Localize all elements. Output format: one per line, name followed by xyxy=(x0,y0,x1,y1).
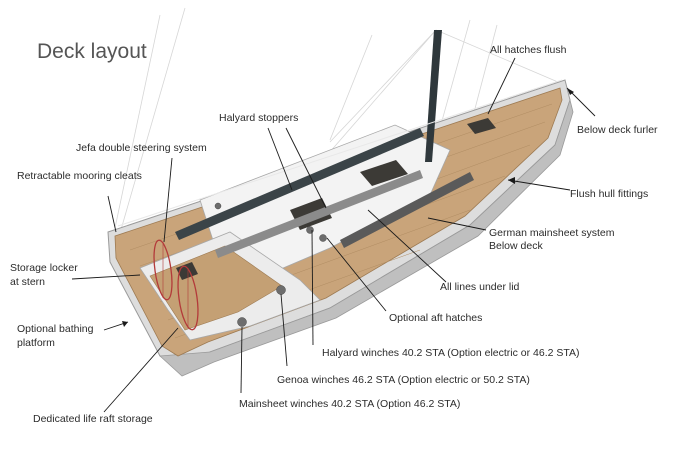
label-bathing-platform: Optional bathing xyxy=(17,323,94,335)
label-flush-hull-fittings: Flush hull fittings xyxy=(570,188,649,200)
label-storage-locker-stern: at stern xyxy=(10,276,46,288)
label-optional-aft-hatches: Optional aft hatches xyxy=(389,312,483,324)
winches xyxy=(214,202,327,327)
wheel-spokes xyxy=(162,242,189,328)
label-all-lines-under-lid: All lines under lid xyxy=(440,281,520,293)
label-genoa-winches: Genoa winches 46.2 STA (Option electric … xyxy=(277,374,530,386)
label-halyard-stoppers: Halyard stoppers xyxy=(219,112,299,124)
leader-lines xyxy=(71,57,596,413)
deck-channel xyxy=(340,172,474,248)
label-german-mainsheet: German mainsheet system xyxy=(489,227,615,239)
mast xyxy=(425,30,442,162)
label-jefa-steering: Jefa double steering system xyxy=(76,142,207,154)
label-bathing-platform-2: platform xyxy=(17,337,55,349)
label-mainsheet-winches: Mainsheet winches 40.2 STA (Option 46.2 … xyxy=(239,398,461,410)
leader-arrowheads xyxy=(122,88,574,327)
guard-rail xyxy=(117,79,563,227)
cabin-side-strip xyxy=(215,170,423,258)
label-all-hatches-flush: All hatches flush xyxy=(490,44,567,56)
label-below-deck-furler: Below deck furler xyxy=(577,124,658,136)
label-storage-locker: Storage locker xyxy=(10,262,78,274)
label-german-mainsheet-below: Below deck xyxy=(489,240,543,252)
label-halyard-winches: Halyard winches 40.2 STA (Option electri… xyxy=(322,347,580,359)
boom xyxy=(175,128,424,240)
label-retractable-cleats: Retractable mooring cleats xyxy=(17,170,142,182)
hull-side xyxy=(159,98,574,377)
diagram-title: Deck layout xyxy=(37,40,147,63)
steering-wheels xyxy=(153,239,199,331)
label-life-raft-storage: Dedicated life raft storage xyxy=(33,413,153,425)
